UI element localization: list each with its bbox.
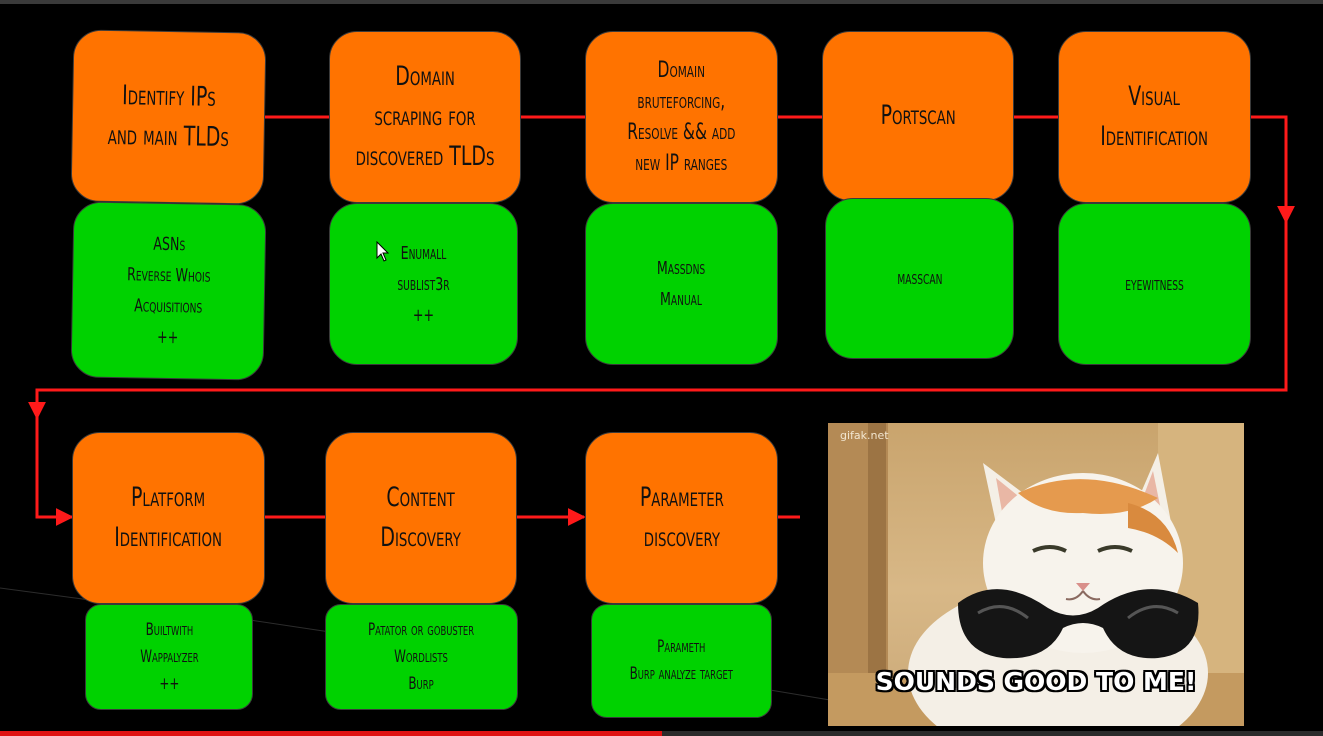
tools-identify-ips: ASNs Reverse Whois Acquisitions ++ (70, 201, 267, 381)
tools-domain-bruteforcing: Massdns Manual (585, 203, 778, 365)
stage-domain-scraping: Domain scraping for discovered TLDs (329, 31, 521, 203)
stage-visual-identification: Visual Identification (1058, 31, 1251, 203)
cat-illustration (828, 423, 1244, 726)
meme-watermark: gifak.net (840, 429, 889, 442)
stage-portscan: Portscan (822, 31, 1014, 201)
tools-portscan: masscan (825, 198, 1014, 359)
tools-parameter-discovery: Parameth Burp analyze target (591, 604, 772, 718)
tools-domain-scraping: Enumall sublist3r ++ (329, 203, 518, 365)
video-progress-fill[interactable] (0, 731, 662, 736)
video-progress-track[interactable] (0, 731, 1323, 736)
meme-image: gifak.net SOUNDS GOOD TO ME! (828, 423, 1244, 726)
stage-parameter-discovery: Parameter discovery (585, 432, 778, 604)
connector-visual-down (1250, 115, 1295, 224)
stage-content-discovery: Content Discovery (325, 432, 517, 604)
stage-domain-bruteforcing: Domain bruteforcing, Resolve && add new … (585, 31, 778, 203)
connector-into-platform (35, 418, 74, 526)
window-top-bar (0, 0, 1323, 4)
mouse-cursor-icon (376, 241, 390, 262)
stage-identify-ips: Identify IPs and main TLDs (70, 29, 267, 205)
tools-content-discovery: Patator or gobuster Wordlists Burp (325, 604, 518, 710)
connector-return-line (28, 222, 1288, 420)
meme-caption: SOUNDS GOOD TO ME! (875, 667, 1197, 696)
tools-visual-identification: eyewitness (1058, 203, 1251, 365)
stage-platform-identification: Platform Identification (72, 432, 265, 604)
tools-platform-identification: Builtwith Wappalyzer ++ (85, 604, 253, 710)
